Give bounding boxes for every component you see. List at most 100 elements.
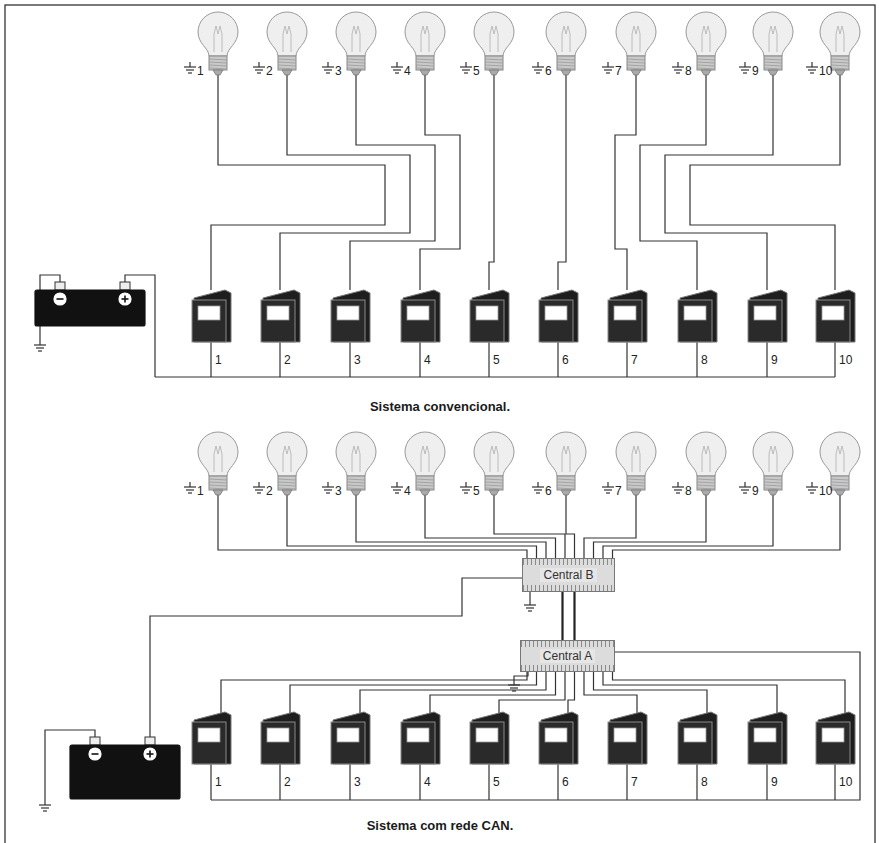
ground-bar (806, 66, 818, 67)
ground-bar (393, 69, 401, 70)
wire (489, 75, 494, 290)
bulb-filament (632, 26, 640, 52)
ground-symbol (253, 62, 265, 73)
bulb-thread (416, 479, 434, 480)
ground-bar (739, 66, 751, 67)
bulb-thread (627, 68, 645, 69)
ground-bar (257, 72, 261, 73)
ground-stub (327, 482, 328, 487)
ground-bar (743, 492, 747, 493)
switch-screen (614, 306, 636, 320)
bulb-thread (485, 479, 503, 480)
lamp-bulb (336, 12, 376, 75)
switch-panel (816, 712, 855, 764)
bulb-thread (416, 68, 434, 69)
battery-terminal (120, 282, 130, 290)
bulb-filament (421, 26, 429, 52)
ground-bar (808, 489, 816, 490)
switch-panel (331, 712, 370, 764)
ground-bar (602, 486, 614, 487)
callout-number: 3 (354, 353, 361, 367)
bulb-thread (416, 65, 434, 66)
battery-body (35, 290, 145, 326)
bulb-thread (278, 479, 296, 480)
wire (584, 672, 637, 714)
bulb-filament (283, 446, 291, 472)
switch-screen (267, 728, 289, 742)
ground-stub (465, 62, 466, 67)
bulb-thread (831, 485, 849, 486)
node-text: Central B (540, 568, 596, 582)
switch-lead (696, 764, 697, 800)
bulb-glass (686, 12, 726, 56)
bulb-base (831, 476, 849, 490)
ground-bar (253, 66, 265, 67)
callout-number: 9 (771, 353, 778, 367)
ground-stub (607, 62, 608, 67)
bulb-tip (701, 70, 711, 75)
ground-bar (324, 69, 332, 70)
switch-lead (349, 764, 350, 800)
switch-screen (754, 728, 776, 742)
bulb-base (485, 56, 503, 70)
callout-number: 3 (335, 64, 342, 78)
wire (420, 75, 460, 290)
battery (70, 737, 180, 799)
bulb-tip (489, 490, 499, 495)
ground-stub (537, 482, 538, 487)
switch-panel (331, 290, 370, 342)
switch-panel (261, 712, 300, 764)
ground-symbol (39, 800, 51, 811)
bulb-base (764, 476, 782, 490)
ground-symbol (322, 62, 334, 73)
switch-face (331, 722, 365, 764)
wire (211, 75, 385, 290)
can-bus-return (211, 652, 860, 800)
callout-number: 2 (284, 353, 291, 367)
bulb-thread (627, 485, 645, 486)
bulb-thread (278, 485, 296, 486)
ground-stub (396, 482, 397, 487)
callout-number: 4 (404, 64, 411, 78)
switch-screen (476, 728, 498, 742)
ground-stub (513, 680, 514, 685)
bulb-filament (421, 446, 429, 472)
callout-number: 6 (545, 484, 552, 498)
switch-lead (488, 342, 489, 377)
wire (350, 75, 435, 290)
bulb-base (416, 476, 434, 490)
bulb-thread (697, 65, 715, 66)
bulb-thread (831, 482, 849, 483)
ground-bar (510, 687, 518, 688)
bulb-base (557, 476, 575, 490)
callout-number: 4 (424, 353, 431, 367)
ground-stub (258, 62, 259, 67)
bulb-thread (347, 479, 365, 480)
switch-panel (608, 290, 647, 342)
ground-stub (39, 340, 40, 345)
ground-symbol (391, 62, 403, 73)
bulb-thread (416, 488, 434, 489)
switch-face (816, 300, 850, 342)
ground-symbol (532, 62, 544, 73)
ground-stub (677, 62, 678, 67)
ground-bar (606, 72, 610, 73)
bulb-thread (557, 62, 575, 63)
callout-number: 9 (752, 64, 759, 78)
callout-number: 6 (562, 775, 569, 789)
ground-symbol (322, 482, 334, 493)
switch-screen (267, 306, 289, 320)
callout-number: 4 (424, 775, 431, 789)
ground-stub (465, 482, 466, 487)
ground-stub (607, 482, 608, 487)
bulb-tip (768, 490, 778, 495)
ground-stub (189, 62, 190, 67)
ground-stub (327, 62, 328, 67)
ground-bar (534, 489, 542, 490)
ground-symbol (532, 482, 544, 493)
ground-bar (34, 344, 46, 345)
ground-bar (326, 72, 330, 73)
ground-bar (255, 69, 263, 70)
ground-bar (464, 72, 468, 73)
